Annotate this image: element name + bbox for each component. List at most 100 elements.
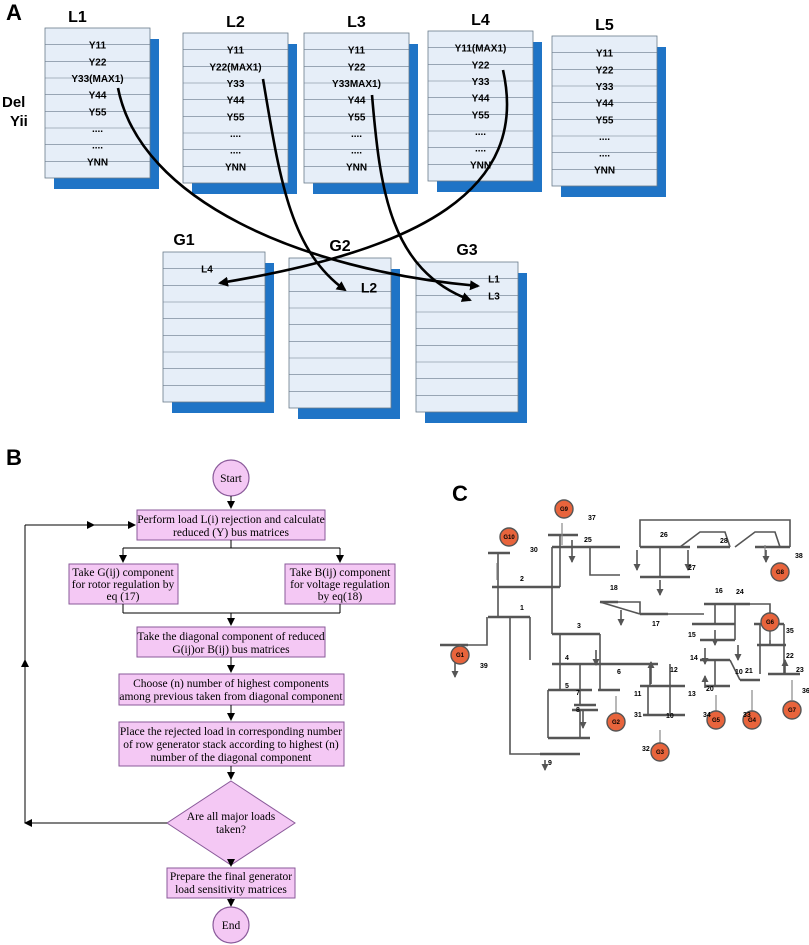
bus-number: 21 xyxy=(745,668,753,675)
step-b-component xyxy=(284,563,396,605)
step6-line1: Prepare the final generator xyxy=(170,871,292,883)
generator-g9: G9 xyxy=(554,499,574,519)
yii-label: Yii xyxy=(10,113,28,130)
svg-text:G6: G6 xyxy=(766,620,775,626)
svg-text:G7: G7 xyxy=(788,708,797,714)
stack-title: L1 xyxy=(68,9,87,26)
stack-row: .... xyxy=(351,146,362,157)
panel-a-label: A xyxy=(6,0,22,25)
stack-row: Y22 xyxy=(348,62,366,73)
stack-entry: L2 xyxy=(361,280,378,296)
bus-number: 18 xyxy=(610,585,618,592)
end-node xyxy=(212,906,250,944)
bus-number: 22 xyxy=(786,653,794,660)
step5-line2: of row generator stack according to high… xyxy=(123,739,339,751)
generator-g3: G3 xyxy=(650,742,670,762)
stack-row: Y55 xyxy=(348,112,366,123)
bus-number: 28 xyxy=(720,538,728,545)
panel-c-label: C xyxy=(452,481,468,506)
step4-line1: Choose (n) number of highest components xyxy=(133,678,329,690)
stack-row: Y44 xyxy=(348,96,366,107)
stack-title: G1 xyxy=(173,232,194,249)
svg-text:G2: G2 xyxy=(612,720,621,726)
generator-g1: G1 xyxy=(450,645,470,665)
bus-number: 17 xyxy=(652,621,660,628)
bus-number: 25 xyxy=(584,537,592,544)
step4-line2: among previous taken from diagonal compo… xyxy=(119,691,343,703)
stack-row: Y22(MAX1) xyxy=(209,62,261,73)
arrow-l4-to-g1 xyxy=(218,69,509,287)
stack-row: Y33 xyxy=(596,82,614,93)
bus-number: 36 xyxy=(802,688,809,695)
bus-number: 12 xyxy=(670,667,678,674)
stack-body xyxy=(551,35,658,187)
stack-row: Y11 xyxy=(596,49,614,60)
stack-row: .... xyxy=(475,127,486,138)
stack-row: Y44 xyxy=(596,99,614,110)
stack-title: L5 xyxy=(595,17,614,34)
bus-number: 3 xyxy=(577,623,581,630)
stack-row: Y44 xyxy=(227,96,245,107)
bus-number: 27 xyxy=(688,565,696,572)
stack-row: .... xyxy=(475,144,486,155)
stack-row: YNN xyxy=(87,157,108,168)
stack-row: YNN xyxy=(470,160,491,171)
stack-row: Y22 xyxy=(89,57,107,68)
generator-g2: G2 xyxy=(606,712,626,732)
generator-g10: G10 xyxy=(499,527,519,547)
stack-row: Y44 xyxy=(472,94,490,105)
step1-line2: reduced (Y) bus matrices xyxy=(173,527,289,539)
stack-body xyxy=(427,30,534,182)
stack-row: YNN xyxy=(346,162,367,173)
stack-row: Y55 xyxy=(227,112,245,123)
stack-row: YNN xyxy=(225,162,246,173)
stack-row: Y22 xyxy=(472,60,490,71)
bus-number: 6 xyxy=(617,669,621,676)
svg-text:G5: G5 xyxy=(712,718,721,724)
stack-body xyxy=(44,27,151,179)
left-line1: Take G(ij) component xyxy=(72,567,174,579)
ieee-39-bus-diagram xyxy=(440,519,800,771)
bus-number: 26 xyxy=(660,532,668,539)
bus-number: 10 xyxy=(735,669,743,676)
svg-text:G8: G8 xyxy=(776,570,785,576)
arrow-l3-to-g3 xyxy=(370,94,472,302)
bus-number: 16 xyxy=(715,588,723,595)
stack-row: .... xyxy=(92,124,103,135)
step5-line1: Place the rejected load in corresponding… xyxy=(120,726,342,738)
stack-row: .... xyxy=(599,132,610,143)
bus-number: 5 xyxy=(565,683,569,690)
bus-number: 14 xyxy=(690,655,698,662)
stack-row: Y11(MAX1) xyxy=(455,44,507,55)
stack-title: L3 xyxy=(347,14,366,31)
stack-row: .... xyxy=(599,149,610,160)
generators: G10 G9 G8 G1 G6 G2 G3 G5 xyxy=(450,499,802,762)
svg-text:G10: G10 xyxy=(503,535,515,541)
end-text: End xyxy=(222,920,241,932)
stack-entry: L1 xyxy=(488,275,500,286)
mapping-arrows xyxy=(116,69,509,302)
stack-title: L2 xyxy=(226,14,245,31)
stack-row: YNN xyxy=(594,165,615,176)
generator-g5: G5 xyxy=(706,710,726,730)
stack-title: G2 xyxy=(329,238,350,255)
bus-number: 7 xyxy=(576,690,580,697)
stack-row: .... xyxy=(92,141,103,152)
generator-g8: G8 xyxy=(770,562,790,582)
bus-number: 10 xyxy=(666,713,674,720)
svg-text:G4: G4 xyxy=(748,718,757,724)
bus-number: 30 xyxy=(530,547,538,554)
bus-number: 38 xyxy=(795,553,803,560)
generator-g4: G4 xyxy=(742,710,762,730)
step-place-load xyxy=(118,721,345,767)
stack-row: Y33 xyxy=(227,79,245,90)
bus-number: 34 xyxy=(703,712,711,719)
svg-text:G9: G9 xyxy=(560,507,569,513)
